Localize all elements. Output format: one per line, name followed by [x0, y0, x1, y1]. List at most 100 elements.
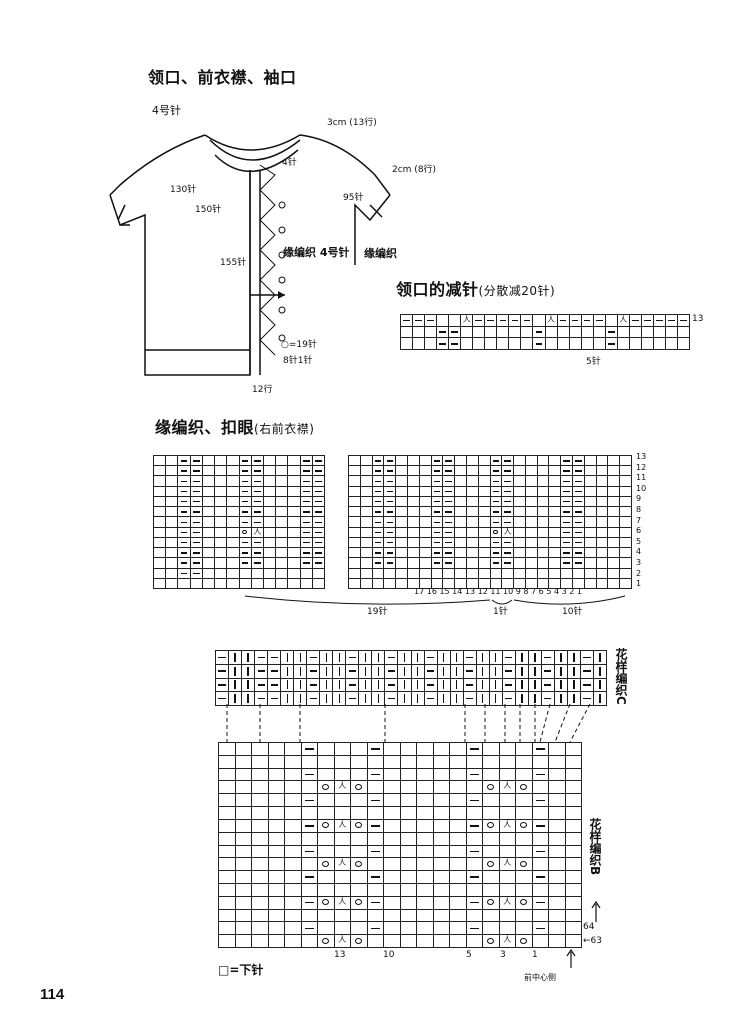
- pattern-b-cell: [417, 922, 433, 935]
- pattern-b-cell: [433, 755, 449, 768]
- page-number: 114: [40, 986, 65, 1003]
- label-border-knit: 缘编织: [364, 247, 397, 260]
- pattern-b-cell: [301, 935, 317, 947]
- pattern-b-cell: [367, 909, 383, 922]
- pattern-b-cell: [219, 781, 235, 794]
- pattern-b-cell: [351, 858, 367, 871]
- pattern-b-cell: [318, 768, 334, 781]
- pattern-b-cell: [219, 807, 235, 819]
- pattern-b-cell: [351, 896, 367, 909]
- pattern-b-cell: [235, 935, 251, 947]
- pattern-b-cell: [384, 858, 400, 871]
- pattern-b-cell: [351, 922, 367, 935]
- center-front-label: 前中心侧: [524, 973, 556, 982]
- pattern-b-cell: [252, 845, 268, 858]
- pattern-b-cell: [268, 883, 284, 896]
- pattern-b-cell: [367, 743, 383, 755]
- pattern-b-cell: [334, 883, 350, 896]
- pattern-b-cell: [351, 832, 367, 845]
- pattern-b-cell: [417, 807, 433, 819]
- pattern-b-cell: [532, 807, 548, 819]
- pattern-b-cell: [499, 807, 515, 819]
- border-oval-row-right: [350, 446, 614, 461]
- pattern-b-cell: [516, 883, 532, 896]
- pattern-b-cell: [334, 909, 350, 922]
- pattern-b-cell: [417, 896, 433, 909]
- pattern-b-cell: [532, 768, 548, 781]
- pattern-b-cell: [285, 935, 301, 947]
- pattern-b-cell: [252, 909, 268, 922]
- pattern-b-cell: [384, 807, 400, 819]
- pattern-b-cell: [483, 781, 499, 794]
- pattern-b-cell: [549, 909, 565, 922]
- pattern-b-cell: [532, 922, 548, 935]
- pattern-b-cell: [450, 768, 466, 781]
- pattern-b-cell: [565, 845, 581, 858]
- pattern-b-cell: [516, 807, 532, 819]
- pattern-b-cell: [334, 935, 350, 947]
- border-chart-right: [348, 455, 632, 589]
- pattern-b-cell: [384, 755, 400, 768]
- pattern-b-cell: [400, 896, 416, 909]
- row-64-arrow: [591, 900, 601, 922]
- pattern-b-cell: [466, 832, 482, 845]
- pattern-b-cell: [499, 819, 515, 832]
- pattern-b-cell: [549, 807, 565, 819]
- pattern-b-cell: [384, 819, 400, 832]
- pattern-b-cell: [565, 896, 581, 909]
- pattern-b-cell: [367, 896, 383, 909]
- pattern-b-cell: [433, 819, 449, 832]
- pattern-b-cell: [417, 909, 433, 922]
- pattern-c-chart: [215, 650, 607, 706]
- pattern-b-cell: [565, 807, 581, 819]
- pattern-b-cell: [268, 871, 284, 883]
- pattern-b-col-10: 10: [383, 950, 395, 960]
- pattern-b-cell: [285, 768, 301, 781]
- pattern-b-cell: [219, 845, 235, 858]
- pattern-b-cell: [351, 755, 367, 768]
- pattern-b-cell: [549, 794, 565, 807]
- pattern-b-cell: [549, 845, 565, 858]
- pattern-b-cell: [219, 819, 235, 832]
- pattern-b-col-13: 13: [334, 950, 346, 960]
- pattern-b-cell: [483, 794, 499, 807]
- pattern-b-cell: [318, 858, 334, 871]
- pattern-b-cell: [466, 807, 482, 819]
- pattern-b-cell: [466, 794, 482, 807]
- pattern-b-cell: [351, 909, 367, 922]
- pattern-b-cell: [268, 922, 284, 935]
- pattern-b-cell: [301, 807, 317, 819]
- label-130-stitches: 130针: [170, 185, 197, 195]
- span-19-stitches: 19针: [367, 607, 388, 617]
- pattern-b-cell: [301, 832, 317, 845]
- pattern-b-cell: [268, 768, 284, 781]
- pattern-b-cell: [516, 755, 532, 768]
- pattern-b-cell: [268, 935, 284, 947]
- pattern-b-row-64: 64: [583, 922, 595, 932]
- label-3cm: 3cm (13行): [327, 118, 377, 128]
- pattern-b-cell: [516, 743, 532, 755]
- pattern-b-cell: [400, 768, 416, 781]
- pattern-b-cell: [219, 922, 235, 935]
- pattern-b-cell: [351, 743, 367, 755]
- label-155-stitches: 155针: [220, 258, 247, 268]
- pattern-b-cell: [499, 845, 515, 858]
- pattern-b-cell: [417, 935, 433, 947]
- pattern-b-cell: [285, 871, 301, 883]
- pattern-b-cell: [450, 794, 466, 807]
- garment-sketch: [109, 134, 391, 376]
- pattern-b-cell: [301, 909, 317, 922]
- pattern-b-cell: [499, 935, 515, 947]
- pattern-b-cell: [235, 768, 251, 781]
- pattern-b-cell: [219, 871, 235, 883]
- pattern-b-cell: [450, 832, 466, 845]
- pattern-b-cell: [483, 871, 499, 883]
- pattern-b-cell: [367, 883, 383, 896]
- pattern-b-cell: [334, 858, 350, 871]
- pattern-b-cell: [285, 858, 301, 871]
- pattern-b-cell: [532, 896, 548, 909]
- pattern-b-cell: [433, 858, 449, 871]
- span-1-stitch: 1针: [493, 607, 508, 617]
- pattern-b-cell: [417, 768, 433, 781]
- pattern-b-cell: [351, 845, 367, 858]
